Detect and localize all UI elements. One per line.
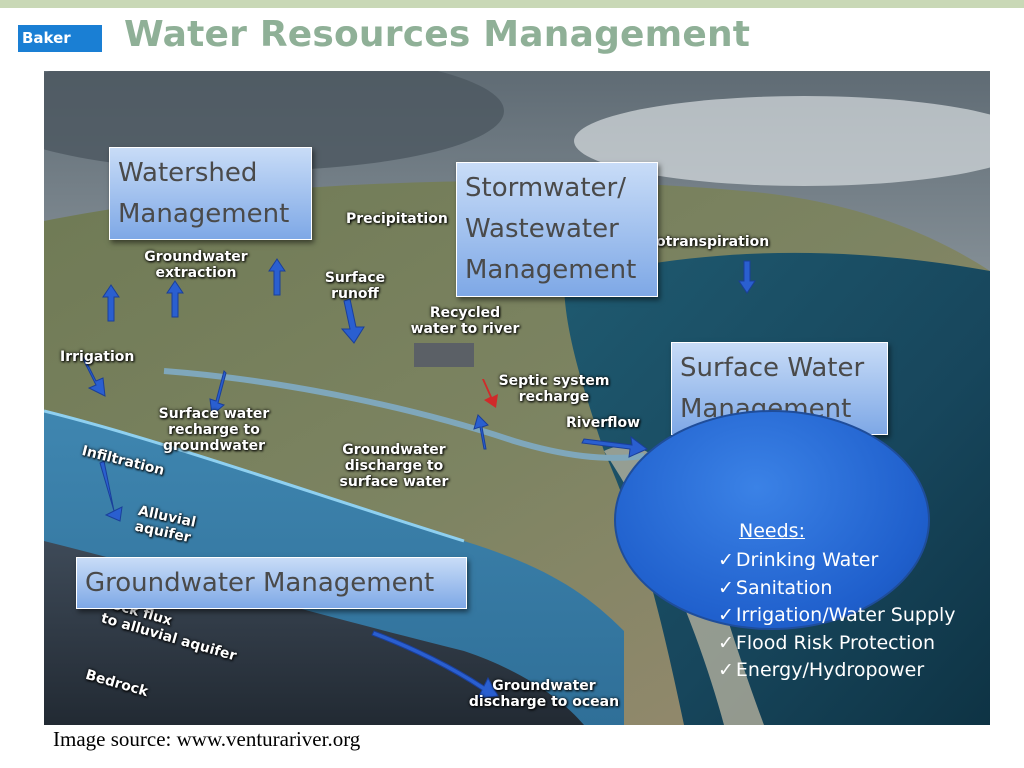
needs-title: Needs: bbox=[739, 520, 805, 542]
extraction-arrow-3 bbox=[268, 258, 286, 296]
label-precipitation: Precipitation bbox=[346, 211, 448, 227]
needs-list: Drinking Water Sanitation Irrigation/Wat… bbox=[718, 547, 956, 685]
needs-item: Drinking Water bbox=[718, 547, 956, 575]
aquifer-boundary bbox=[44, 409, 465, 543]
recharge-arrow bbox=[209, 370, 227, 416]
infiltration-arrow bbox=[99, 460, 123, 522]
discharge-arrow bbox=[473, 414, 489, 450]
flow-arrows bbox=[83, 258, 756, 699]
needs-item: Flood Risk Protection bbox=[718, 630, 956, 658]
septic-arrow bbox=[482, 379, 498, 408]
needs-item: Irrigation/Water Supply bbox=[718, 602, 956, 630]
extraction-arrow-1 bbox=[102, 284, 120, 322]
image-source-caption: Image source: www.venturariver.org bbox=[53, 727, 361, 751]
ocean-discharge-arrow bbox=[371, 630, 499, 699]
top-accent-bar bbox=[0, 0, 1024, 8]
needs-item: Sanitation bbox=[718, 575, 956, 603]
needs-item: Energy/Hydropower bbox=[718, 657, 956, 685]
extraction-arrow-2 bbox=[166, 280, 184, 318]
slide-title: Water Resources Management bbox=[124, 14, 751, 55]
label-riverflow: Riverflow bbox=[566, 415, 641, 431]
runoff-arrow bbox=[340, 298, 365, 344]
groundwater-management-box: Groundwater Management bbox=[76, 557, 467, 609]
baker-logo: Baker bbox=[18, 25, 102, 52]
treatment-plant bbox=[414, 343, 474, 367]
cloud bbox=[574, 96, 990, 186]
evapotranspiration-arrow bbox=[738, 260, 756, 294]
label-evapotranspiration: otranspiration bbox=[656, 234, 770, 250]
storm-cloud bbox=[44, 71, 504, 171]
irrigation-arrow bbox=[83, 356, 106, 397]
river bbox=[163, 368, 645, 461]
label-irrigation: Irrigation bbox=[60, 349, 135, 365]
riverflow-arrow bbox=[581, 435, 648, 458]
